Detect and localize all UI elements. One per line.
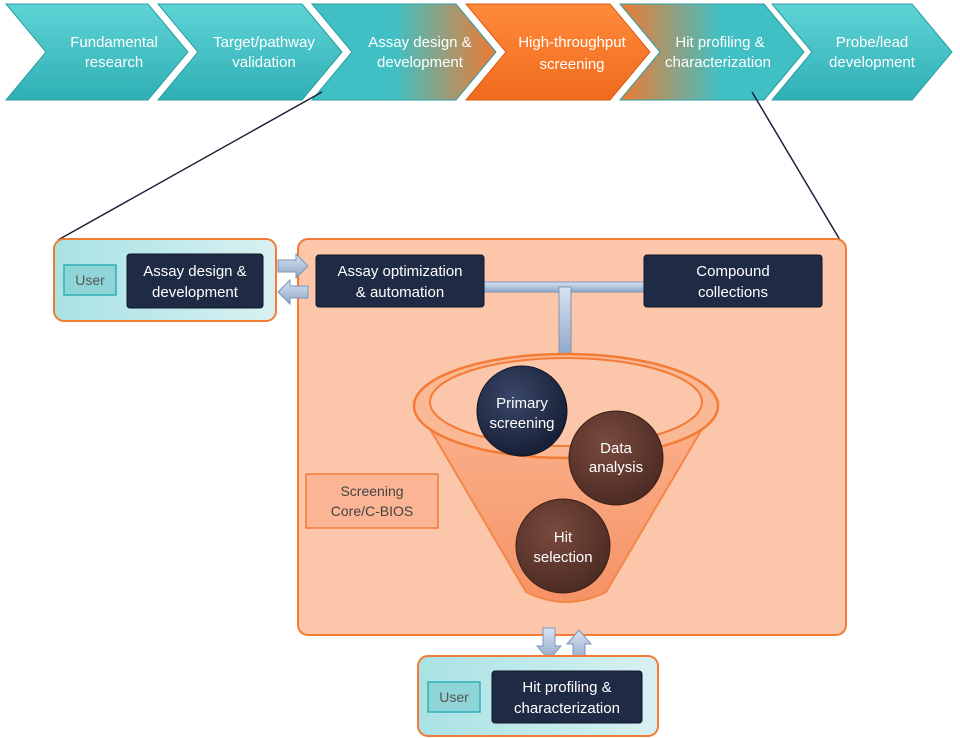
step-label-line2: research	[85, 54, 143, 71]
compound-collections-line1: Compound	[696, 263, 769, 280]
primary-screening-line1: Primary	[496, 395, 548, 412]
compound-collections-box	[643, 254, 823, 308]
pipeline-step-hit-profiling: Hit profiling & characterization	[618, 3, 805, 101]
exchange-arrows-left	[277, 252, 309, 306]
assay-design-box	[126, 253, 264, 309]
hit-profiling-box	[491, 670, 643, 724]
step-label-line2: characterization	[665, 54, 771, 71]
user-label: User	[75, 272, 105, 288]
pipeline-step-target-validation: Target/pathway validation	[156, 3, 343, 101]
assay-optimization-line1: Assay optimization	[337, 263, 462, 280]
user-panel-hit-profiling: User Hit profiling & characterization	[417, 655, 659, 737]
step-label-line2: screening	[539, 56, 604, 73]
hit-profiling-line1: Hit profiling &	[522, 679, 611, 696]
step-label-line2: development	[377, 54, 464, 71]
pipeline: Fundamental research Target/pathway vali…	[4, 3, 953, 101]
hit-selection-line2: selection	[533, 549, 592, 566]
pipeline-step-probe-lead-development: Probe/lead development	[770, 3, 953, 101]
arrow-left-icon	[277, 278, 309, 306]
assay-design-line2: development	[152, 284, 239, 301]
assay-optimization-line2: & automation	[356, 284, 444, 301]
hit-selection-line1: Hit	[554, 529, 573, 546]
step-label-line1: Probe/lead	[836, 34, 909, 51]
screening-core-panel: Assay optimization & automation Compound…	[297, 238, 847, 636]
exchange-arrows-bottom	[535, 627, 593, 663]
primary-screening-line2: screening	[489, 415, 554, 432]
pipeline-step-high-throughput-screening: High-throughput screening	[464, 3, 651, 101]
hit-selection-node: Hit selection	[515, 498, 611, 594]
zoom-line-right	[751, 91, 841, 241]
zoom-line-left	[57, 91, 323, 241]
arrow-right-icon	[277, 252, 309, 280]
user-badge	[63, 264, 117, 296]
step-label-line2: validation	[232, 54, 295, 71]
pipeline-step-fundamental-research: Fundamental research	[4, 3, 189, 101]
screening-core-label: Screening Core/C-BIOS	[305, 473, 439, 529]
pipeline-step-assay-design: Assay design & development	[310, 3, 497, 101]
step-label-line1: Fundamental	[70, 34, 158, 51]
assay-optimization-box	[315, 254, 485, 308]
data-analysis-line1: Data	[600, 440, 632, 457]
step-label-line2: development	[829, 54, 916, 71]
user-label: User	[439, 689, 469, 705]
connector-stem	[558, 286, 572, 358]
arrow-down-icon	[535, 627, 563, 661]
assay-design-line1: Assay design &	[143, 263, 246, 280]
compound-collections-line2: collections	[698, 284, 768, 301]
user-badge	[427, 681, 481, 713]
step-label-line1: Target/pathway	[213, 34, 315, 51]
user-panel-assay-design: User Assay design & development	[53, 238, 277, 322]
core-label-line1: Screening	[340, 483, 403, 499]
core-label-line2: Core/C-BIOS	[331, 503, 413, 519]
step-label-line1: Hit profiling &	[675, 34, 764, 51]
primary-screening-node: Primary screening	[476, 365, 568, 457]
data-analysis-node: Data analysis	[568, 410, 664, 506]
hit-profiling-line2: characterization	[514, 700, 620, 717]
step-label-line1: Assay design &	[368, 34, 471, 51]
step-label-line1: High-throughput	[518, 34, 626, 51]
data-analysis-line2: analysis	[589, 459, 643, 476]
